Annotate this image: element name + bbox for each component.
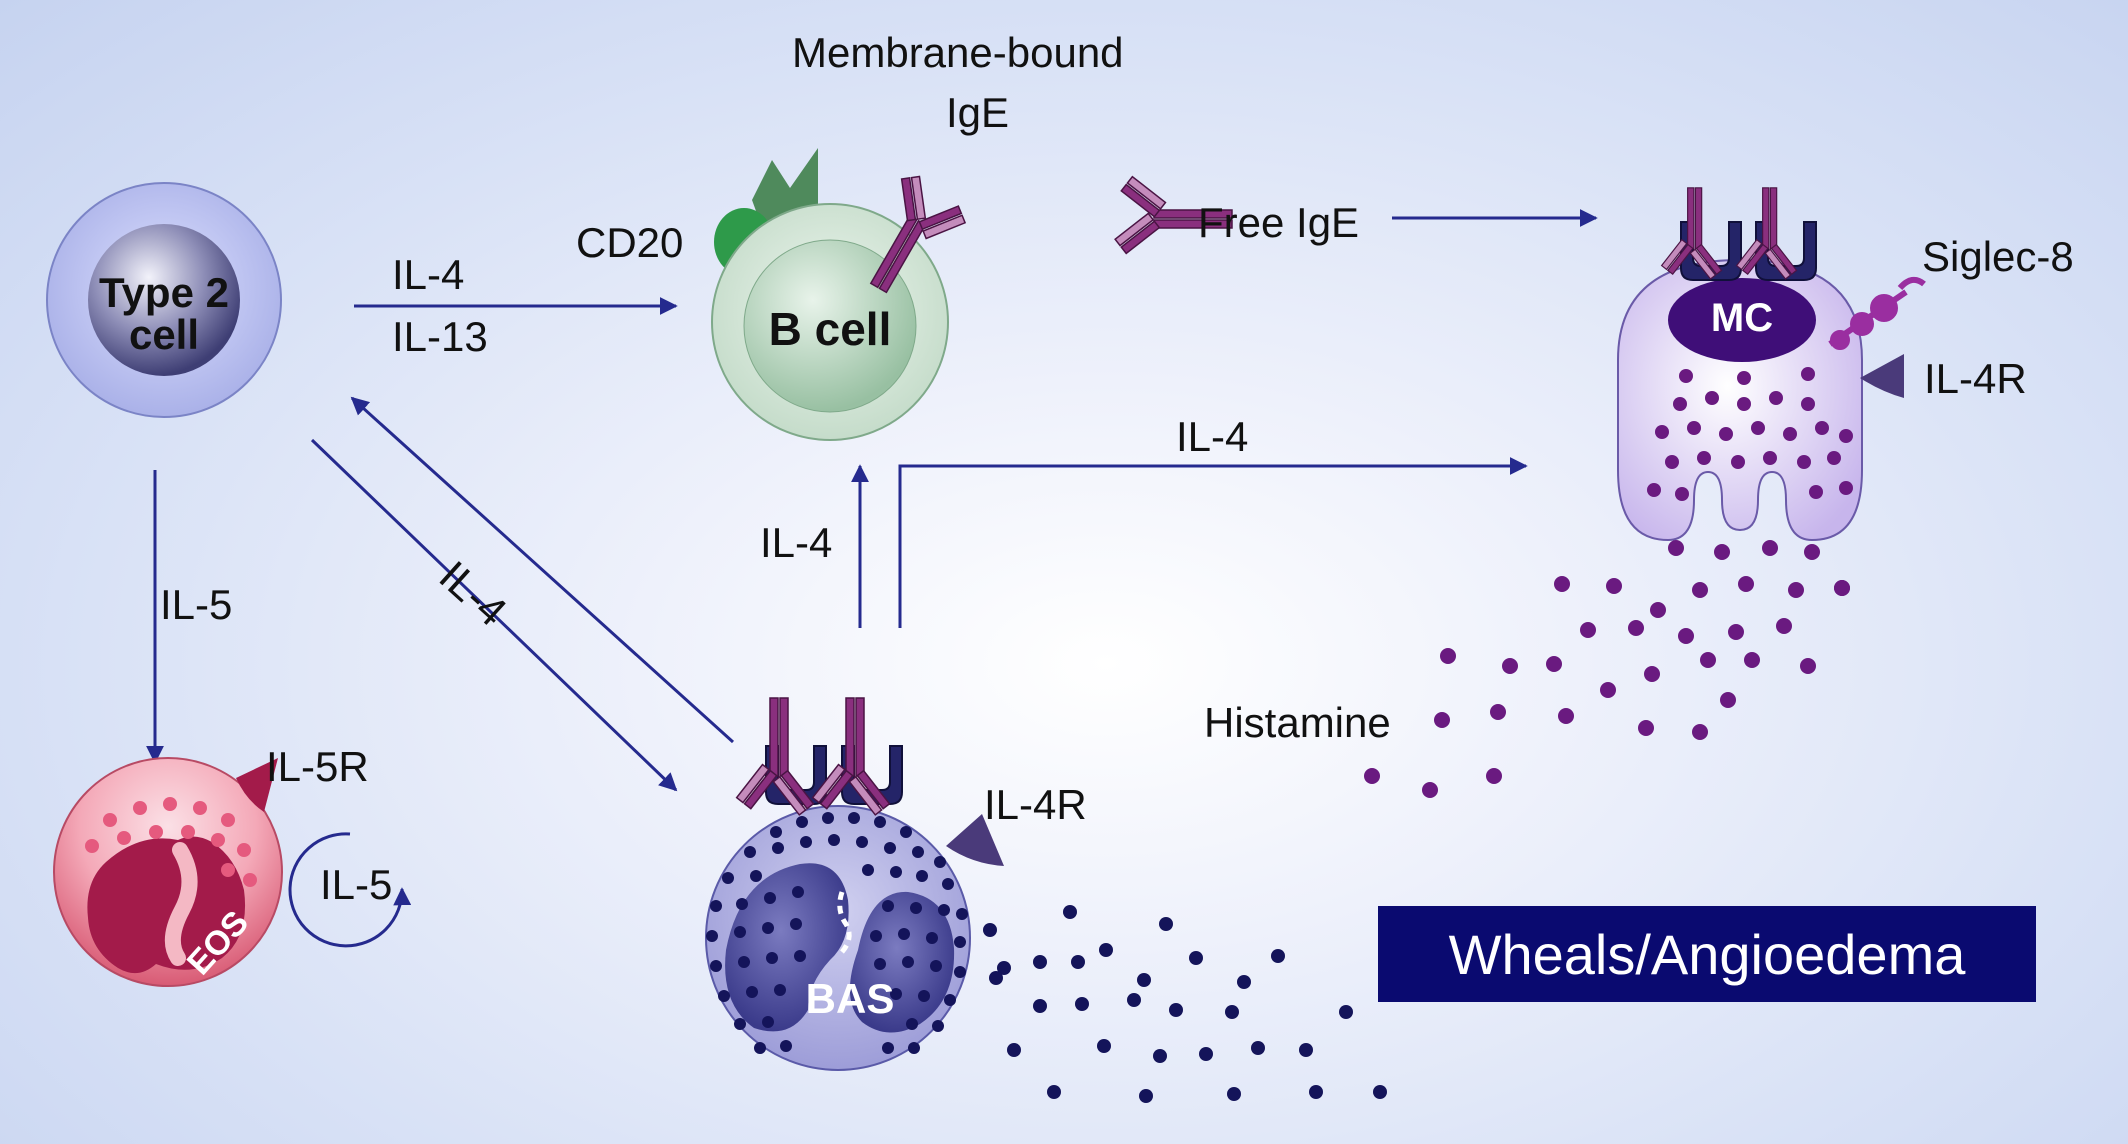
il5r-receptor [236,758,278,812]
bas-il4r [946,814,1004,866]
type2-cell-label: Type 2 cell [99,269,229,358]
basophil [705,697,1004,1071]
bas-granules [706,812,968,1054]
il5r-label: IL-5R [266,743,369,790]
wheals-angioedema-box: Wheals/Angioedema [1378,906,2036,1002]
cd20-label: CD20 [576,219,684,266]
arrow-type2-to-bas [310,438,678,792]
b-cell [711,148,975,441]
eosinophil [53,757,283,987]
ige-label: IgE [946,89,1010,136]
mc-granules [1647,367,1853,501]
siglec8-label: Siglec-8 [1922,233,2074,280]
arrows [146,209,1598,948]
eos-granules [85,797,257,887]
mast-cell [1617,187,1926,542]
il4-bcell-label: IL-4 [392,251,465,298]
il5-down-label: IL-5 [160,581,233,628]
membrane-bound-label: Membrane-bound [792,29,1124,76]
mc-il4r-label: IL-4R [1924,355,2027,402]
b-cell-label: B cell [768,303,892,355]
il5-loop-label: IL-5 [320,861,393,908]
il5-autocrine-loop [288,832,412,948]
type2-cell [46,182,282,418]
histamine-granules-bas [983,905,1387,1103]
histamine-granules-mc [1364,540,1850,798]
histamine-label: Histamine [1204,699,1391,746]
cd20-receptor [752,148,818,226]
siglec8-molecule [1828,276,1926,350]
il13-bcell-label: IL-13 [392,313,488,360]
mc-il4r [1860,354,1904,398]
mc-label: MC [1710,296,1774,340]
bas-il4r-label: IL-4R [984,781,1087,828]
arrow-bas-to-mc [898,457,1528,628]
free-ige-label: Free IgE [1198,199,1360,246]
arrow-bas-to-type2 [350,396,735,744]
wheals-angioedema-label: Wheals/Angioedema [1448,922,1966,986]
bas-label: BAS [805,975,895,1022]
il4-bas-up-label: IL-4 [760,519,833,566]
il4-mc-label: IL-4 [1176,413,1249,460]
